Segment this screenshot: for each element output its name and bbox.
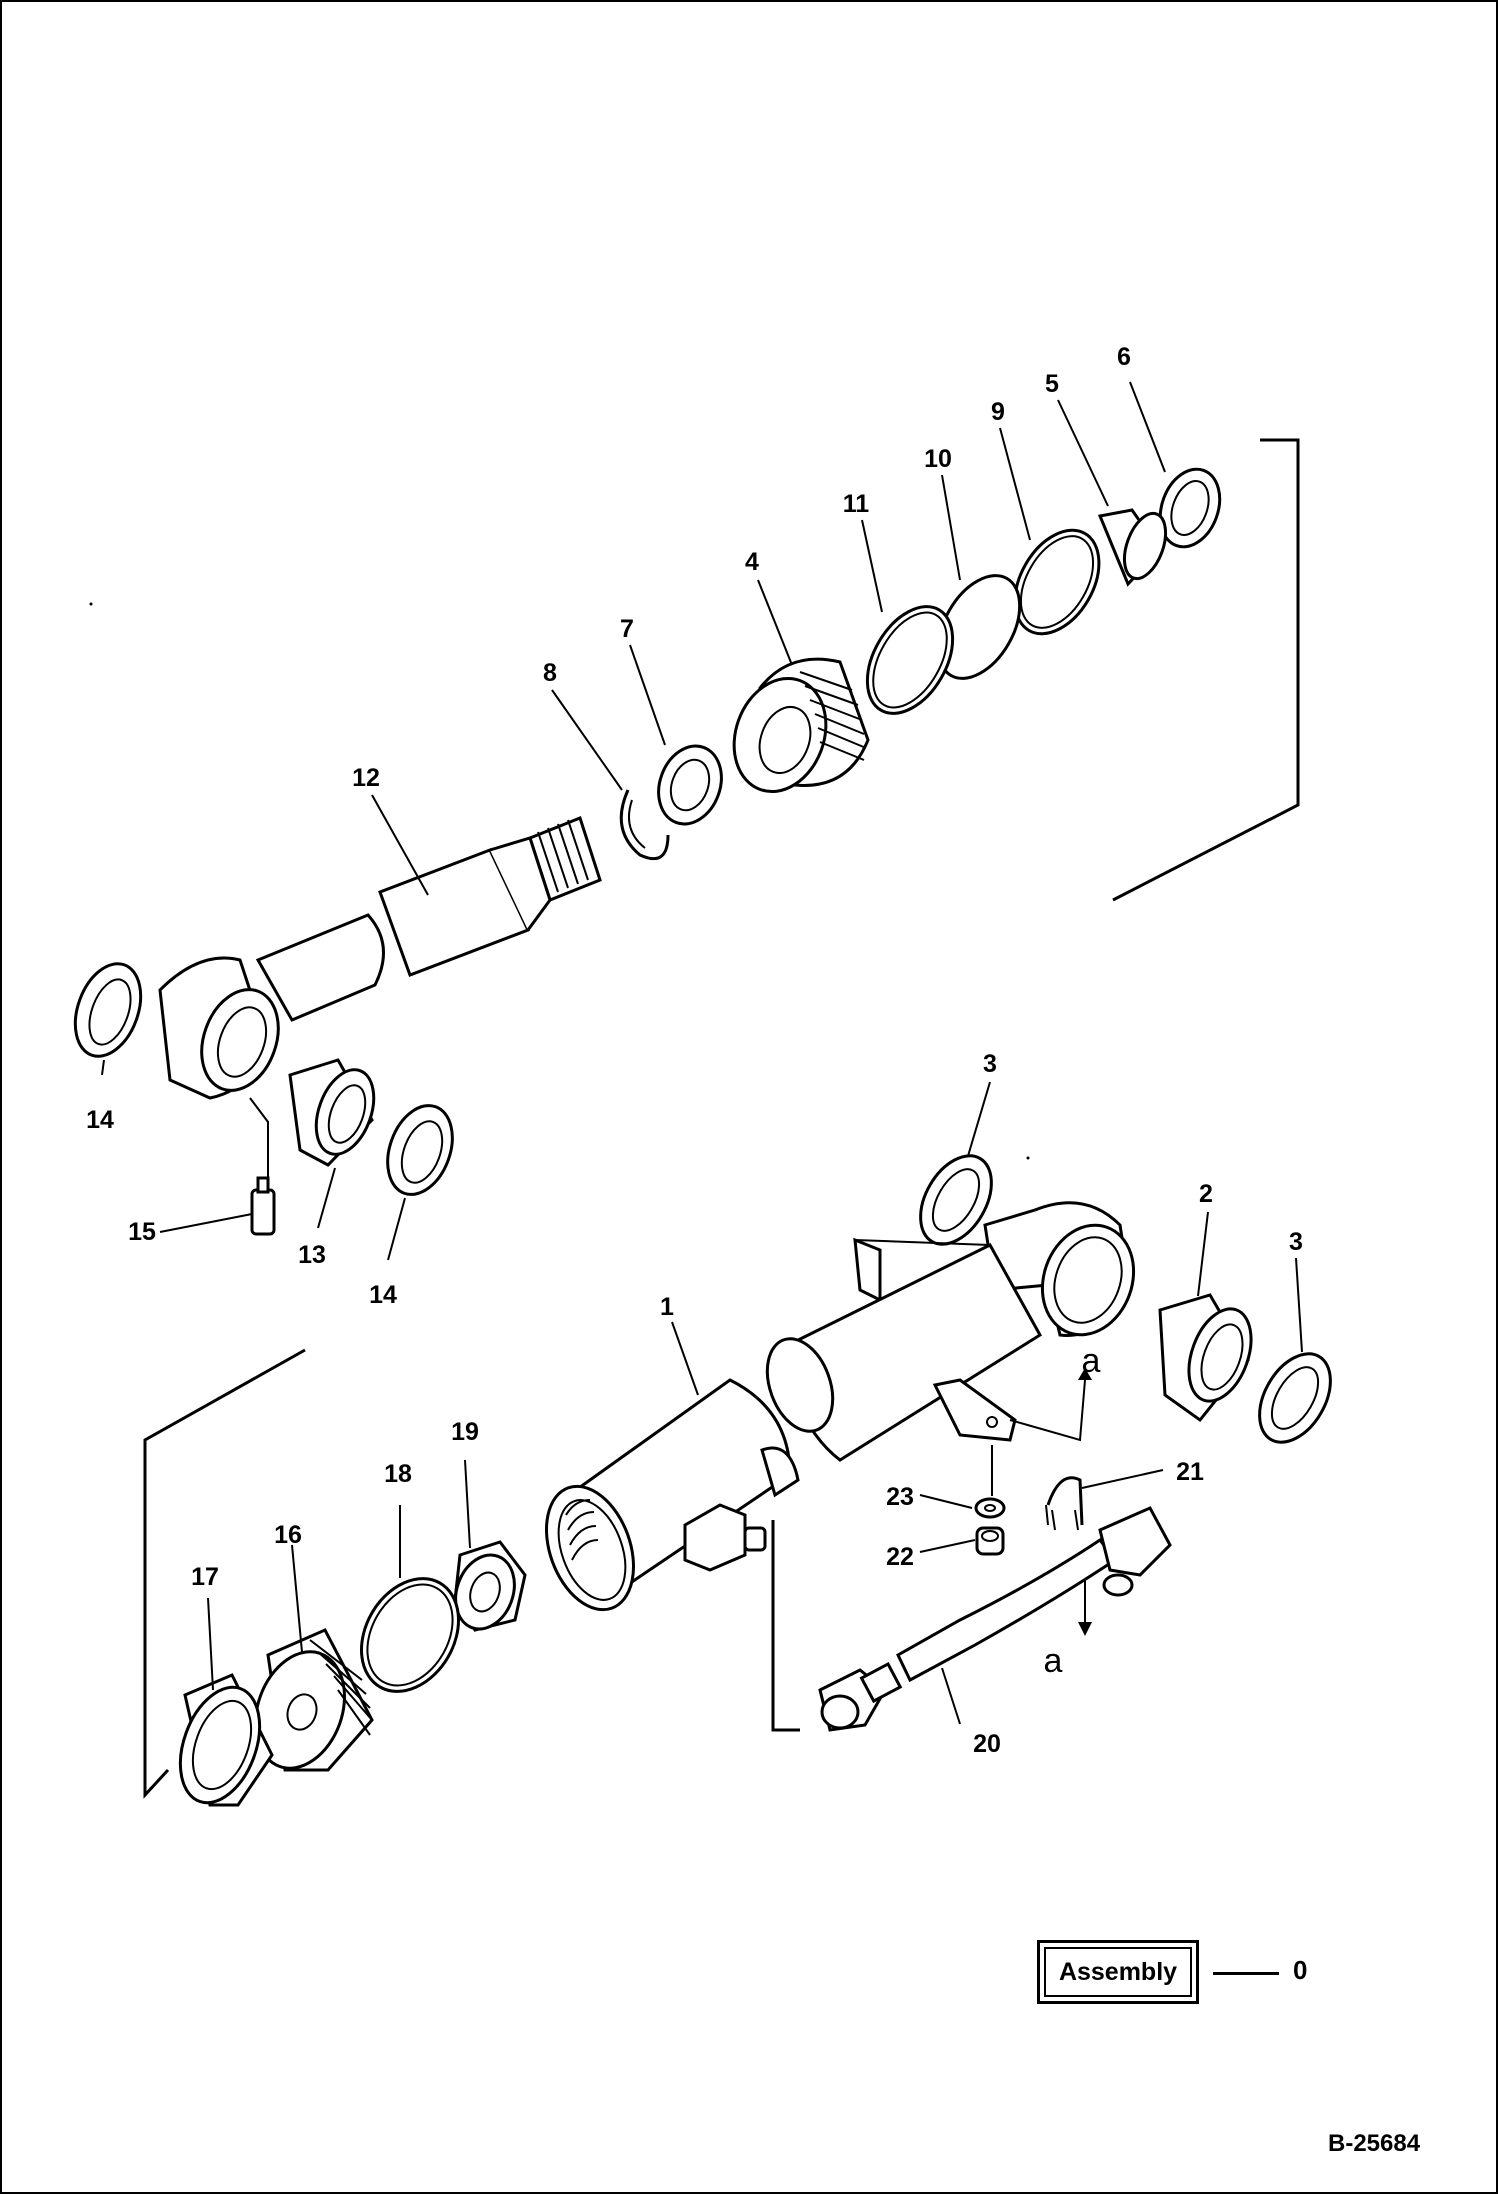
callout-8: 8 xyxy=(543,659,557,687)
callout-16: 16 xyxy=(274,1521,302,1549)
callout-5: 5 xyxy=(1045,370,1059,398)
part-18-ring xyxy=(360,1577,460,1693)
part-22-nut xyxy=(975,1526,1005,1556)
callout-9: 9 xyxy=(991,398,1005,426)
part-9-ring xyxy=(1013,528,1101,636)
callout-18: 18 xyxy=(384,1460,412,1488)
callout-7: 7 xyxy=(620,615,634,643)
callout-14-lower: 14 xyxy=(369,1281,397,1309)
callout-13: 13 xyxy=(298,1241,326,1269)
part-15-grease-fitting xyxy=(249,1097,276,1236)
part-2-bushing xyxy=(1158,1293,1253,1423)
callout-22: 22 xyxy=(886,1543,914,1571)
part-19-nut xyxy=(453,1540,527,1632)
callout-3-right: 3 xyxy=(1289,1228,1303,1256)
callout-4: 4 xyxy=(745,548,759,576)
callout-21: 21 xyxy=(1176,1458,1204,1486)
callout-labels: 6 5 9 10 11 4 7 8 12 14 15 13 14 3 2 3 1… xyxy=(86,343,1303,1758)
part-12-piston-rod xyxy=(255,816,602,1022)
upper-group-bracket xyxy=(1112,438,1300,902)
part-8-snap-ring xyxy=(619,789,670,861)
part-20-pipe xyxy=(818,1506,1172,1732)
part-14-dust-seal-left xyxy=(73,962,143,1058)
part-3-dust-seal-top xyxy=(919,1154,993,1246)
part-10-backup-ring xyxy=(936,574,1022,680)
callout-19: 19 xyxy=(451,1418,479,1446)
leader-lines xyxy=(101,381,1303,1725)
section-mark-a-top: a xyxy=(1082,1342,1101,1380)
lower-group-bracket-right xyxy=(771,1520,800,1732)
lower-group-bracket-left xyxy=(143,1348,306,1799)
part-7-bushing xyxy=(657,744,723,826)
callout-15: 15 xyxy=(128,1218,156,1246)
callout-12: 12 xyxy=(352,764,380,792)
part-12-rod-eye xyxy=(158,956,280,1100)
part-23-washer xyxy=(974,1497,1006,1519)
callout-14-upper: 14 xyxy=(86,1106,114,1134)
assembly-number: 0 xyxy=(1293,1955,1308,1985)
part-14-dust-seal-right xyxy=(386,1104,454,1196)
drawing-number: B-25684 xyxy=(1328,2130,1421,2157)
callout-3-upper: 3 xyxy=(983,1050,997,1078)
callout-20: 20 xyxy=(973,1730,1001,1758)
part-1-cylinder-tube-bottom xyxy=(765,1201,1136,1462)
part-4-cylinder-head xyxy=(732,657,870,794)
part-3-dust-seal-right xyxy=(1258,1352,1332,1444)
callout-10: 10 xyxy=(924,445,952,473)
assembly-leader-line xyxy=(1213,1972,1279,1975)
section-mark-a-bottom: a xyxy=(1044,1642,1063,1680)
callout-1: 1 xyxy=(660,1293,674,1321)
callout-17: 17 xyxy=(191,1563,219,1591)
part-17-wear-ring xyxy=(178,1673,274,1807)
callout-23: 23 xyxy=(886,1483,914,1511)
part-5-bushing xyxy=(1097,508,1168,587)
callout-2: 2 xyxy=(1199,1180,1213,1208)
part-1-pipe-boss xyxy=(683,1503,767,1572)
part-16-piston xyxy=(254,1628,374,1772)
part-1-cylinder-tube-front xyxy=(545,1378,800,1612)
part-13-bushing xyxy=(288,1058,376,1167)
part-21-u-bolt xyxy=(1045,1476,1084,1531)
callout-11: 11 xyxy=(843,490,870,518)
part-6-dust-seal xyxy=(1158,467,1222,549)
tube-pipe-bracket xyxy=(932,1378,1017,1442)
section-a-arrow-top xyxy=(1009,1379,1086,1442)
assembly-legend-label: Assembly xyxy=(1044,1947,1192,1997)
assembly-legend-box: Assembly xyxy=(1037,1940,1199,2004)
part-11-o-ring xyxy=(865,605,955,715)
callout-6: 6 xyxy=(1117,343,1131,371)
